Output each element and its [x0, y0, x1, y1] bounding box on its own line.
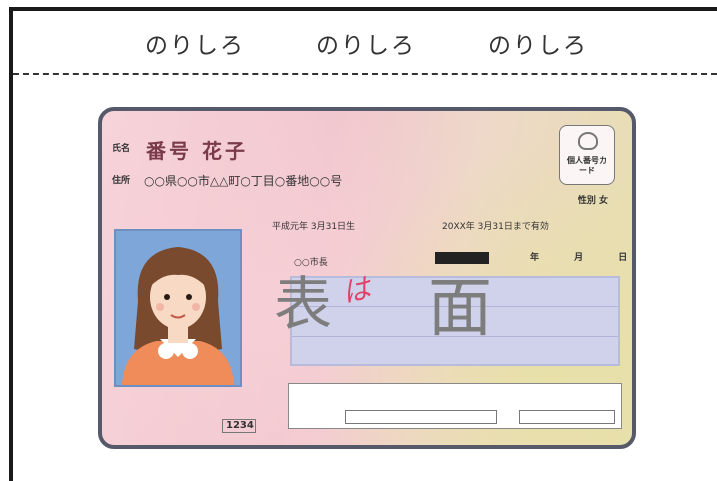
- date-ymd-label: 年 月 日: [530, 253, 636, 263]
- field-line: [292, 306, 618, 307]
- pin-box: [222, 419, 256, 433]
- remarks-field: [290, 276, 620, 366]
- glue-label-row: のりしろ のりしろ のりしろ: [0, 22, 717, 66]
- notice-field-1: [345, 410, 497, 424]
- glue-label-1: のりしろ: [145, 33, 245, 59]
- card-emblem: 個人番号カード: [559, 125, 615, 185]
- municipality-label: ○○市長: [294, 258, 328, 268]
- frame-left-border: [9, 7, 13, 481]
- my-number-card-front: 氏名 番号 花子 住所 ○○県○○市△△町○丁目○番地○○号 個人番号カード 性…: [98, 107, 636, 449]
- name-value: 番号 花子: [146, 139, 248, 163]
- notice-field-2: [519, 410, 615, 424]
- side-label-omote: 表: [274, 270, 333, 338]
- sex-field: 性別 女: [577, 196, 608, 206]
- person-portrait-icon: [122, 247, 234, 385]
- frame-top-border: [9, 7, 717, 11]
- glue-label-2: のりしろ: [316, 33, 416, 59]
- address-label: 住所: [112, 176, 131, 186]
- name-label: 氏名: [112, 144, 131, 154]
- black-label-box: [435, 252, 489, 264]
- side-label-men: 面: [428, 272, 492, 346]
- mascot-icon: [578, 132, 598, 150]
- fold-dashed-line: [13, 73, 717, 75]
- donor-notice-box: [288, 383, 622, 429]
- portrait-photo: [114, 229, 242, 387]
- pin-number: 1234: [226, 420, 254, 431]
- date-of-birth: 平成元年 3月31日生: [272, 222, 356, 232]
- emblem-text: 個人番号カード: [567, 156, 607, 175]
- expiry-date: 20XX年 3月31日まで有効: [442, 222, 549, 232]
- address-value: ○○県○○市△△町○丁目○番地○○号: [144, 174, 343, 188]
- glue-label-3: のりしろ: [488, 33, 588, 59]
- field-line: [292, 336, 618, 337]
